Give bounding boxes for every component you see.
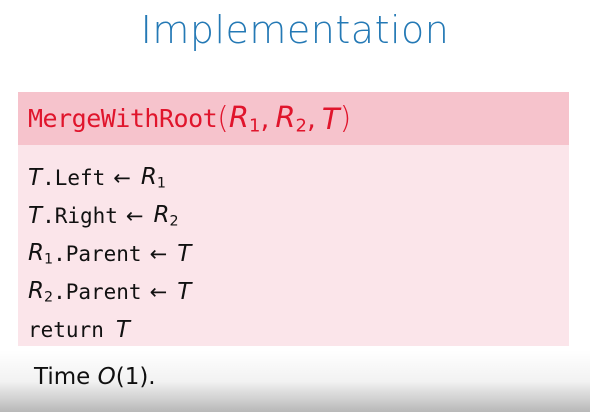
time-label: Time [34,364,98,390]
line-lhs: T [28,165,43,191]
close-paren: ) [339,101,352,136]
line-lhs: R2 [28,278,54,306]
code-line: R2 .Parent ← T [28,273,191,311]
code-line-return: return T [28,311,191,349]
arg-2: R2 [275,100,307,137]
line-field: .Right [42,204,118,228]
line-rhs: R2 [153,202,179,230]
left-arrow-icon: ← [149,280,168,304]
left-arrow-icon: ← [113,166,131,190]
line-rhs: R1 [140,164,166,192]
algorithm-box: MergeWithRoot ( R1 , R2 , T ) T .Left ← … [18,92,569,346]
line-rhs: T [177,279,192,305]
time-complexity: Time O(1). [34,364,156,390]
line-field: .Left [42,166,106,190]
line-rhs: T [177,241,192,267]
big-o: O [97,364,116,390]
return-keyword: return [28,318,104,342]
arg-3: T [321,101,340,136]
code-line: T .Left ← R1 [28,159,191,197]
line-lhs: T [28,203,43,229]
arg-separator: , [260,102,270,135]
left-arrow-icon: ← [125,204,144,228]
slide-title: Implementation [140,8,450,52]
algorithm-body: T .Left ← R1 T .Right ← R2 R1 .Parent ← … [28,159,191,349]
code-line: T .Right ← R2 [28,197,191,235]
function-name: MergeWithRoot [28,104,218,133]
code-line: R1 .Parent ← T [28,235,191,273]
algorithm-header: MergeWithRoot ( R1 , R2 , T ) [18,92,569,145]
line-field: .Parent [53,242,142,266]
arg-separator: , [306,102,316,135]
arg-1: R1 [228,100,261,137]
line-field: .Parent [53,280,142,304]
return-value: T [115,317,130,343]
line-lhs: R1 [28,240,54,268]
big-o-arg: (1). [115,364,156,390]
open-paren: ( [217,101,229,136]
left-arrow-icon: ← [149,242,168,266]
